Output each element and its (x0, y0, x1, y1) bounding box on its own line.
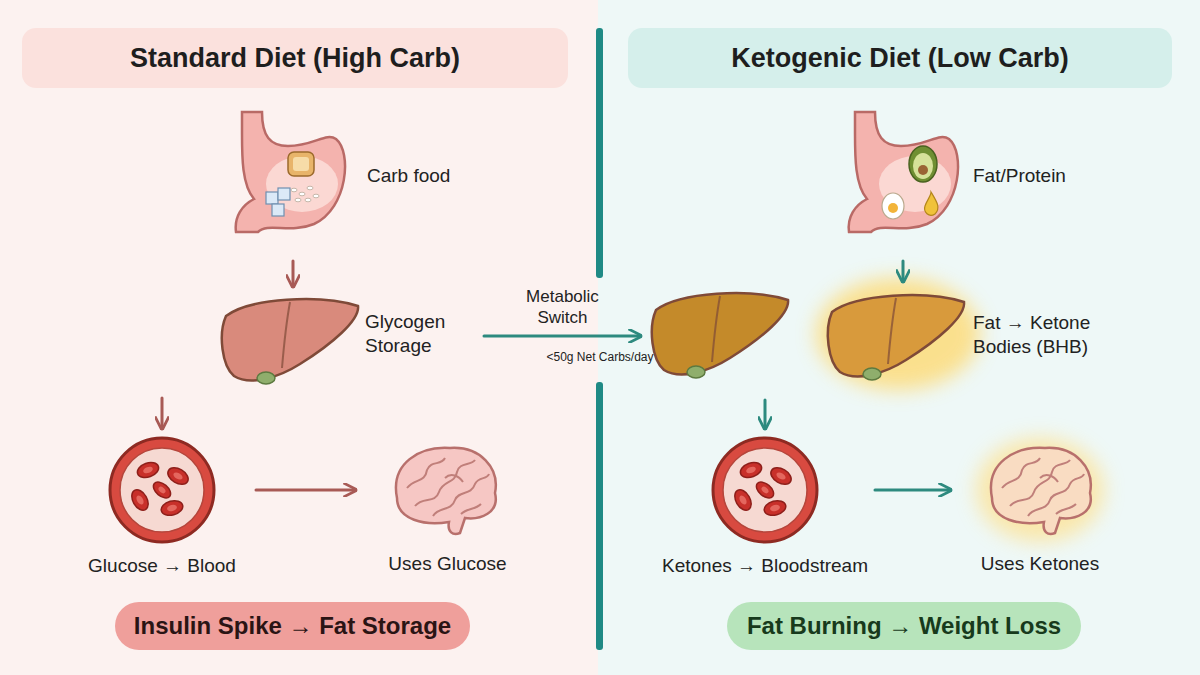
stomach-node: Fat/Protein (830, 108, 1120, 258)
stomach-left (313, 194, 319, 198)
stomach-left (291, 186, 319, 202)
blood-vessel-right (713, 438, 817, 542)
liver-right (828, 295, 964, 380)
node-text: Uses Ketones (981, 552, 1099, 576)
stomach-left (307, 186, 313, 190)
node-text: Insulin Spike → Fat Storage (134, 612, 451, 640)
liver-right (816, 278, 980, 390)
blood-vessel-left (110, 438, 214, 542)
brain-node: Uses Glucose (360, 440, 535, 582)
liver-node: Glycogen Storage (150, 290, 480, 395)
blood-node: Ketones → Bloodstream (659, 432, 871, 582)
node-text: Fat Burning → Weight Loss (747, 612, 1061, 640)
node-text: Glucose → Blood (88, 554, 236, 578)
flow-arrow (292, 261, 295, 287)
stomach-left (291, 188, 297, 192)
stomach-left (305, 198, 311, 202)
stomach-left (236, 112, 345, 232)
stomach-left (295, 198, 301, 202)
edge-label: Metabolic Switch (507, 286, 619, 328)
brain-left (396, 448, 496, 534)
stomach-left (299, 192, 305, 196)
stomach-right (925, 192, 938, 215)
node-text: Fat → Ketone Bodies (BHB) (973, 311, 1115, 359)
background (0, 0, 598, 675)
flow-arrow (875, 489, 951, 492)
background (596, 28, 603, 278)
note-label: <50g Net Carbs/day (525, 350, 675, 364)
stomach-right (888, 203, 898, 213)
stomach-right (882, 193, 904, 219)
liver-right (652, 293, 788, 378)
stomach-left (272, 204, 284, 216)
brain-right (976, 438, 1104, 542)
node-text: Ketogenic Diet (Low Carb) (731, 43, 1069, 74)
result-pill: Fat Burning → Weight Loss (727, 602, 1081, 650)
node-text: Fat/Protein (973, 164, 1113, 188)
liver-left (222, 299, 358, 384)
stomach-right (909, 146, 937, 182)
brain-left (396, 448, 496, 534)
flow-arrow (256, 489, 356, 492)
brain-node: Uses Ketones (955, 440, 1125, 582)
result-pill: Insulin Spike → Fat Storage (115, 602, 470, 650)
liver-node: Fat → Ketone Bodies (BHB) (645, 285, 1120, 397)
node-text: Carb food (367, 164, 479, 188)
flow-arrow (902, 261, 905, 282)
stomach-right (918, 165, 928, 175)
background (598, 0, 1200, 675)
flow-arrow (484, 335, 641, 338)
stomach-left (236, 112, 345, 232)
node-text: Standard Diet (High Carb) (130, 43, 460, 74)
flow-arrow (764, 400, 767, 429)
diet-banner: Ketogenic Diet (Low Carb) (628, 28, 1172, 88)
stomach-left (293, 157, 309, 171)
node-text: Glycogen Storage (365, 310, 470, 358)
liver-right (828, 295, 964, 380)
brain-right (976, 438, 1104, 542)
stomach-left (288, 152, 314, 176)
stomach-node: Carb food (215, 108, 483, 258)
stomach-left (278, 188, 290, 200)
stomach-left (266, 192, 278, 204)
stomach-right (849, 112, 958, 232)
stomach-left (266, 188, 290, 216)
blood-node: Glucose → Blood (72, 432, 252, 582)
liver-right (652, 293, 788, 378)
stomach-right (913, 153, 933, 179)
brain-right (991, 448, 1091, 534)
node-text: Ketones → Bloodstream (662, 554, 868, 578)
blood-vessel-left (110, 438, 214, 542)
blood-vessel-right (713, 438, 817, 542)
liver-right (652, 278, 980, 390)
stomach-right (849, 112, 958, 232)
background (596, 382, 603, 650)
flow-arrow (161, 398, 164, 429)
liver-left (222, 299, 358, 384)
diet-banner: Standard Diet (High Carb) (22, 28, 568, 88)
brain-right (991, 448, 1091, 534)
node-text: Uses Glucose (388, 552, 506, 576)
